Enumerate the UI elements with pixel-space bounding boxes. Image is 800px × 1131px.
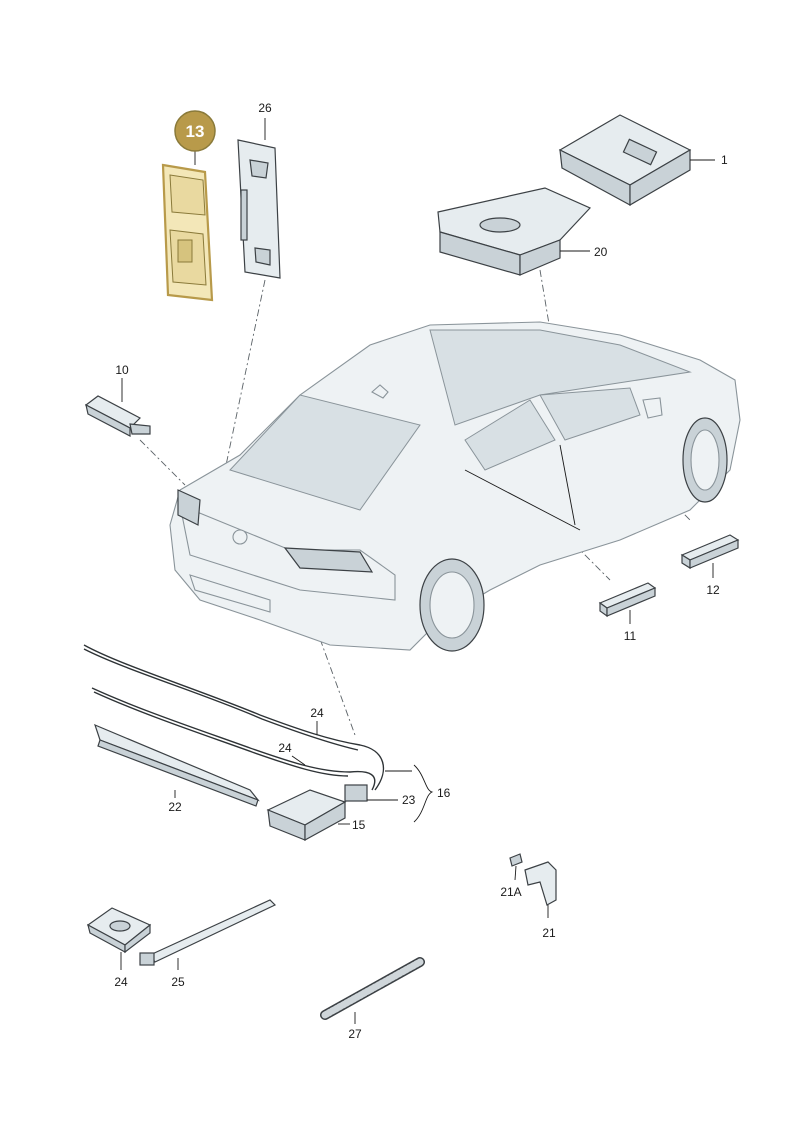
part-15-control-module[interactable] xyxy=(266,789,350,842)
part-27-conduit[interactable] xyxy=(320,957,425,1024)
callout-16: 16 xyxy=(437,786,451,800)
part-25-cable-tie[interactable] xyxy=(139,899,277,970)
part-22-trim-strip[interactable] xyxy=(94,723,260,807)
callout-25: 25 xyxy=(171,975,185,989)
callout-26: 26 xyxy=(258,101,272,115)
part-24-clip[interactable] xyxy=(86,907,152,970)
part-10-sensor[interactable] xyxy=(84,378,151,437)
callout-27: 27 xyxy=(348,1027,362,1041)
connector-23 xyxy=(344,784,368,802)
callout-22: 22 xyxy=(168,800,182,814)
callout-21: 21 xyxy=(542,926,556,940)
car-body xyxy=(169,321,741,652)
callout-13-badge: 13 xyxy=(174,110,216,152)
callout-12: 12 xyxy=(706,583,720,597)
callout-13: 13 xyxy=(186,122,205,141)
part-12-sensor[interactable] xyxy=(680,534,740,578)
part-13-control-unit[interactable] xyxy=(161,148,214,302)
callout-1: 1 xyxy=(721,153,728,167)
part-21-bracket[interactable] xyxy=(509,853,557,918)
callout-24-top: 24 xyxy=(310,706,324,720)
callout-21A: 21A xyxy=(500,885,521,899)
callout-23: 23 xyxy=(402,793,416,807)
callout-10: 10 xyxy=(115,363,129,377)
callout-15: 15 xyxy=(352,818,366,832)
callout-11: 11 xyxy=(624,629,637,643)
part-26-bracket[interactable] xyxy=(237,118,281,279)
callout-20: 20 xyxy=(594,245,608,259)
part-11-sensor[interactable] xyxy=(598,582,657,624)
part-20-mounting-tray[interactable] xyxy=(437,187,592,276)
wiring-harness[interactable] xyxy=(83,644,434,823)
callout-24-mid: 24 xyxy=(278,741,292,755)
callout-24-bottom: 24 xyxy=(114,975,128,989)
part-1-module[interactable] xyxy=(558,114,715,207)
